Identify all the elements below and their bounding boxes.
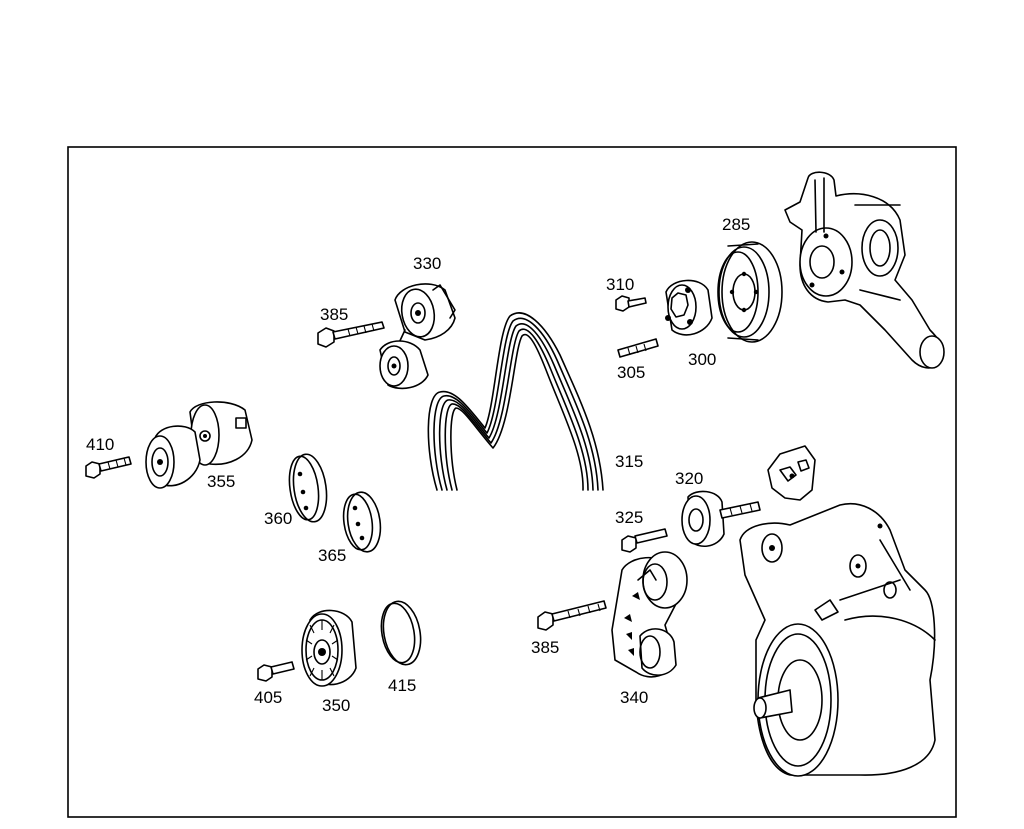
idler-pulley-350: [301, 609, 357, 687]
mounting-bracket-small: [767, 445, 816, 501]
pulley-285: [717, 241, 783, 343]
water-pump: [784, 171, 945, 369]
cap-415: [380, 600, 422, 666]
bolt-385-lower: [537, 600, 607, 631]
callout-340: 340: [620, 688, 648, 707]
callout-355: 355: [207, 472, 235, 491]
alternator: [739, 503, 936, 777]
callout-330: 330: [413, 254, 441, 273]
cover-plate-360: [288, 453, 328, 523]
bolt-310: [615, 295, 647, 312]
poly-v-belt-315: [427, 312, 604, 491]
bolt-385-upper: [317, 321, 385, 348]
cover-plate-365: [342, 491, 382, 553]
callout-300: 300: [688, 350, 716, 369]
callout-285: 285: [722, 215, 750, 234]
callout-385-upper: 385: [320, 305, 348, 324]
bolt-325: [621, 528, 668, 553]
callout-305: 305: [617, 363, 645, 382]
callout-360: 360: [264, 509, 292, 528]
hub-300: [665, 279, 713, 336]
idler-pulley-320: [681, 490, 761, 547]
stud-305: [617, 338, 659, 358]
callout-315: 315: [615, 452, 643, 471]
callout-405: 405: [254, 688, 282, 707]
callout-320: 320: [675, 469, 703, 488]
callout-labels: 285 300 305 310 315 320 325 330 340 350 …: [86, 215, 750, 715]
bolt-410: [85, 456, 132, 479]
callout-385-lower: 385: [531, 638, 559, 657]
tensioner-355: [145, 401, 253, 489]
callout-325: 325: [615, 508, 643, 527]
tensioner-340: [611, 551, 688, 678]
callout-310: 310: [606, 275, 634, 294]
tensioner-330: [379, 283, 456, 390]
callout-365: 365: [318, 546, 346, 565]
callout-350: 350: [322, 696, 350, 715]
bolt-405: [257, 661, 295, 682]
callout-410: 410: [86, 435, 114, 454]
diagram-frame: [67, 146, 957, 818]
callout-415: 415: [388, 676, 416, 695]
